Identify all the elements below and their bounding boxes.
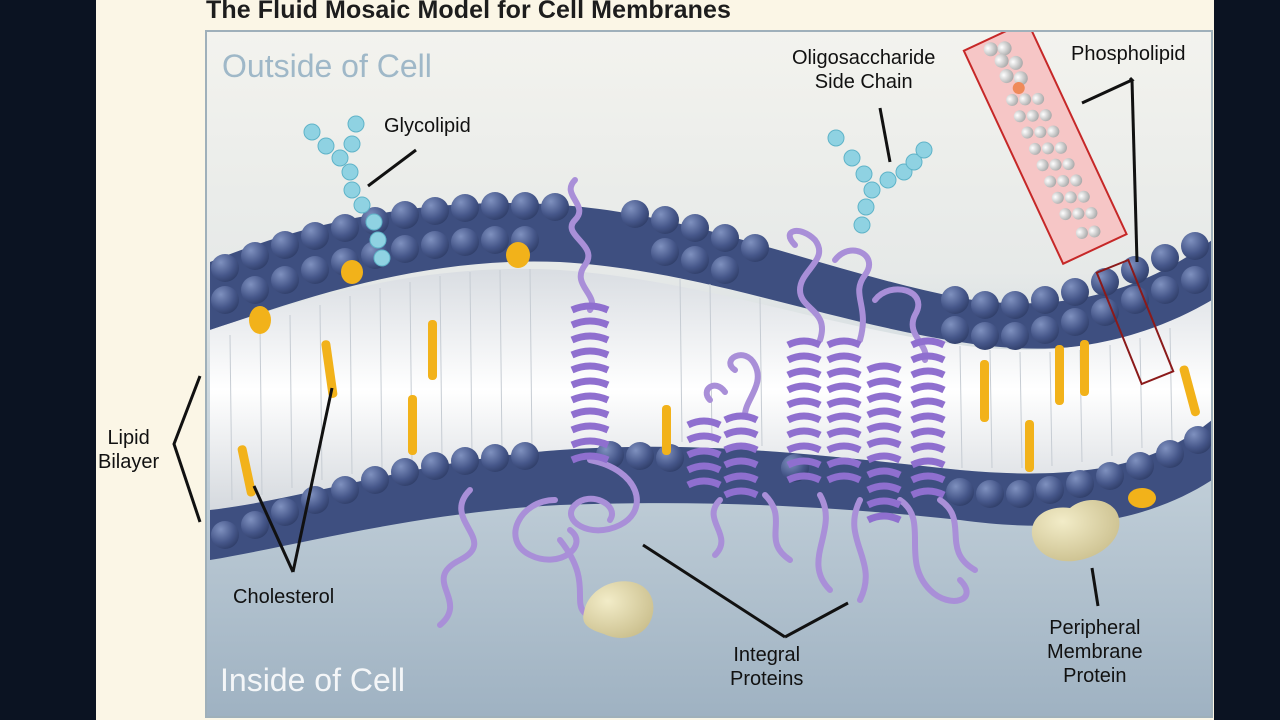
peripheral-protein-label-line3: Protein	[1047, 664, 1143, 688]
phospholipid-label: Phospholipid	[1071, 42, 1186, 66]
inside-of-cell-label: Inside of Cell	[220, 662, 405, 699]
glycolipid-label: Glycolipid	[384, 114, 471, 138]
small-protein-blob	[583, 581, 653, 638]
peripheral-protein-label-line2: Membrane	[1047, 640, 1143, 664]
oligosaccharide-chain	[828, 130, 932, 233]
peripheral-protein-label: Peripheral Membrane Protein	[1047, 616, 1143, 688]
lipid-bilayer-label-line1: Lipid	[98, 426, 159, 450]
oligosaccharide-label-line2: Side Chain	[792, 70, 935, 94]
outside-of-cell-label: Outside of Cell	[222, 48, 432, 85]
oligosaccharide-label: Oligosaccharide Side Chain	[792, 46, 935, 94]
integral-proteins-label: Integral Proteins	[730, 643, 803, 691]
integral-proteins-label-line2: Proteins	[730, 667, 803, 691]
lipid-bilayer-label-line2: Bilayer	[98, 450, 159, 474]
peripheral-protein-label-line1: Peripheral	[1047, 616, 1143, 640]
oligosaccharide-label-line1: Oligosaccharide	[792, 46, 935, 70]
integral-proteins-label-line1: Integral	[730, 643, 803, 667]
lipid-bilayer-brace	[174, 376, 200, 522]
cholesterol-label: Cholesterol	[233, 585, 334, 609]
lipid-bilayer-label: Lipid Bilayer	[98, 426, 159, 474]
